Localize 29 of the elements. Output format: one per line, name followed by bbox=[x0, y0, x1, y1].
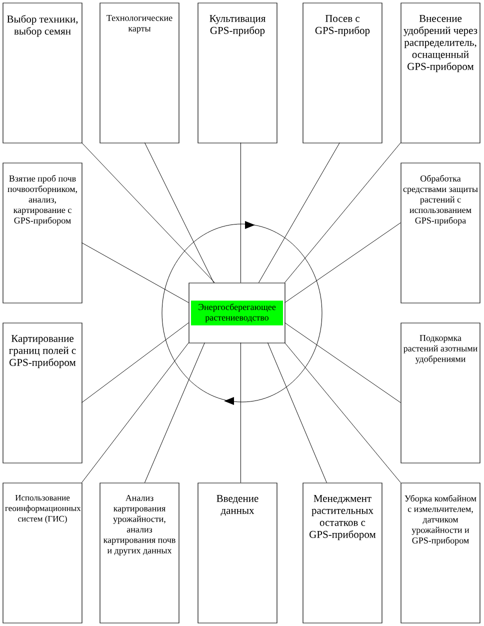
connector-line bbox=[240, 342, 241, 483]
connector-line bbox=[284, 142, 401, 283]
step-box: Картирование границ полей с GPS-прибором bbox=[2, 322, 82, 464]
connector-line bbox=[258, 142, 340, 283]
step-box: Обработка средствами защиты растений с использованием GPS-прибора bbox=[400, 162, 480, 304]
step-box: Уборка комбайном с измельчителем, датчиком урожайности и GPS-прибором bbox=[400, 482, 480, 624]
step-box: Подкормка растений азотными удобрениями bbox=[400, 322, 480, 464]
connector-line bbox=[81, 142, 215, 283]
step-box: Культивация GPS-прибор bbox=[198, 2, 278, 144]
connector-line bbox=[284, 322, 401, 403]
connector-line bbox=[284, 222, 401, 303]
connector-line bbox=[144, 142, 214, 283]
step-box: Выбор техники, выбор семян bbox=[2, 2, 82, 144]
center-box: Энергосберегающее растениеводство bbox=[188, 282, 286, 344]
step-box: Взятие проб почв почвоотборником, анализ, картирование с GPS-прибором bbox=[2, 162, 82, 304]
step-box: Введение данных bbox=[198, 482, 278, 624]
step-box: Анализ картирования урожайности, анализ картирования почв и других данных bbox=[100, 482, 180, 624]
step-box: Технологические карты bbox=[100, 2, 180, 144]
connector-line bbox=[81, 322, 189, 403]
connector-line bbox=[144, 342, 205, 483]
connector-line bbox=[267, 342, 327, 483]
connector-line bbox=[81, 242, 189, 303]
connector-line bbox=[81, 342, 189, 483]
step-box: Внесение удобрений через распределитель, оснащенный GPS-прибором bbox=[400, 2, 480, 144]
connector-line bbox=[240, 142, 241, 283]
step-box: Менеджмент растительных остатков с GPS-прибором bbox=[302, 482, 382, 624]
step-box: Посев с GPS-прибор bbox=[302, 2, 382, 144]
connector-line bbox=[284, 342, 401, 483]
step-box: Использование геоинформационных систем (ГИС) bbox=[2, 482, 82, 624]
